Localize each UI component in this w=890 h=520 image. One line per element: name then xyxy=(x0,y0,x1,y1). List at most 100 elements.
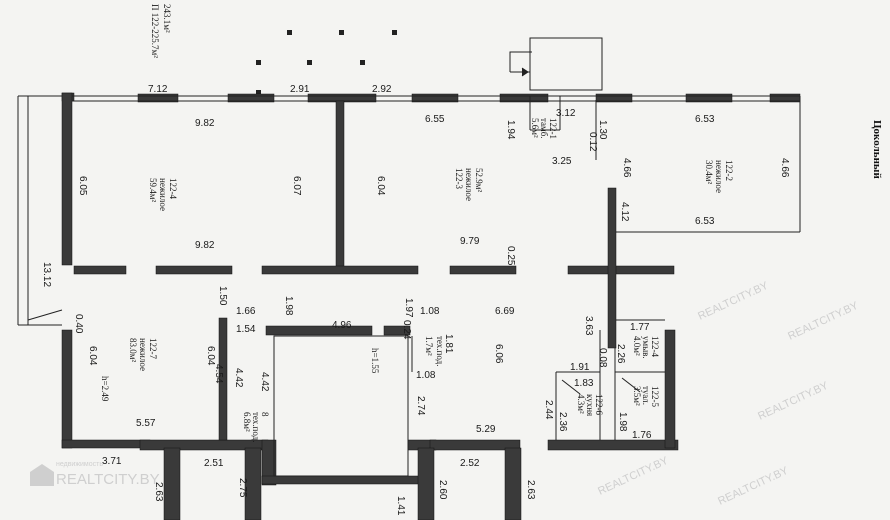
room-label-122-5-area: 3.5м² xyxy=(632,386,642,406)
dim-label: 2.74 xyxy=(415,396,426,416)
room-label-8-num: 8 xyxy=(260,412,270,417)
interior-walls xyxy=(73,100,675,441)
dim-label: 6.04 xyxy=(87,346,98,366)
dim-label: 0.08 xyxy=(597,348,608,368)
dim-label: 4.66 xyxy=(779,158,790,178)
dim-label: 1.83 xyxy=(574,378,594,389)
dim-label: 9.82 xyxy=(195,240,215,251)
room-label-122-3-area: 52.9м² xyxy=(474,168,484,192)
dim-label: 0.25 xyxy=(505,246,516,266)
room-label-wash-area: 4.0м² xyxy=(632,336,642,356)
svg-text:REALTCITY.BY: REALTCITY.BY xyxy=(756,379,831,422)
room-label-122-3-type: нежилое xyxy=(464,168,474,201)
dim-label: 13.12 xyxy=(41,262,52,287)
dim-label: 1.77 xyxy=(630,322,650,333)
dim-label: 9.82 xyxy=(195,118,215,129)
room-122-5: 122-5 туал. 3.5м² xyxy=(632,386,660,407)
room-label-122-6-area: 4.3м² xyxy=(576,394,586,414)
dim-label: 1.94 xyxy=(505,120,516,140)
dim-label: 1.76 xyxy=(632,430,652,441)
room-label-122-2-type: нежилое xyxy=(714,160,724,193)
dim-label: 2.44 xyxy=(543,400,554,420)
dim-label: 6.07 xyxy=(291,176,302,196)
room-label-122-7-type: нежилое xyxy=(138,338,148,371)
dim-label: 1.98 xyxy=(283,296,294,316)
room-122-6: 122-6 кухня 4.3м² xyxy=(576,394,604,416)
room-label-122-5-num: 122-5 xyxy=(650,386,660,407)
dim-label: 9.79 xyxy=(460,236,480,247)
room-label-122-6-num: 122-6 xyxy=(594,394,604,415)
dim-label: 2.52 xyxy=(460,458,480,469)
dim-label: 2.60 xyxy=(437,480,448,500)
room-label-122-4-type: нежилое xyxy=(158,178,168,211)
room-122-4-wash: 122-4 умыв. 4.0м² xyxy=(632,336,660,359)
dim-label: 1.91 xyxy=(570,362,590,373)
thin-lines xyxy=(17,95,801,477)
dim-label: 3.25 xyxy=(552,156,572,167)
svg-text:REALTCITY.BY: REALTCITY.BY xyxy=(716,464,791,507)
entrance-box xyxy=(509,37,603,91)
dim-label: 2.75 xyxy=(237,478,248,498)
dim-label: 0.40 xyxy=(73,314,84,334)
room-label-122-4-num: 122-4 xyxy=(168,178,178,199)
dim-label: 2.91 xyxy=(290,84,310,95)
dim-label: 6.05 xyxy=(77,176,88,196)
dim-label: 5.29 xyxy=(476,424,496,435)
dim-label: 4.42 xyxy=(233,368,244,388)
dim-label: 5.57 xyxy=(136,418,156,429)
room-122-2: 122-2 нежилое 30.4м² xyxy=(704,160,734,193)
dim-label: 2.51 xyxy=(204,458,224,469)
dim-label: 2.36 xyxy=(557,412,568,432)
floor-label: Цокольный xyxy=(871,120,883,180)
height-122-7: h=2.49 xyxy=(100,376,110,402)
room-122-3: 122-3 нежилое 52.9м² xyxy=(454,168,484,201)
dim-label: 6.04 xyxy=(205,346,216,366)
room-label-122-1-area: 5.6м² xyxy=(530,118,540,138)
realtcity-logo: недвижимость REALTCITY.BY xyxy=(30,461,160,488)
logo-small-text: недвижимость xyxy=(56,461,103,468)
svg-text:REALTCITY.BY: REALTCITY.BY xyxy=(786,299,861,342)
dim-label: 1.50 xyxy=(217,286,228,306)
dim-label: 2.63 xyxy=(153,482,164,502)
dim-label: 1.08 xyxy=(420,306,440,317)
dim-label: 1.98 xyxy=(617,412,628,432)
dim-label: 4.12 xyxy=(619,202,630,222)
room-label-122-5-type: туал. xyxy=(641,386,651,405)
room-122-7: 122-7 нежилое 83.0м² h=2.49 xyxy=(100,338,158,402)
dim-label: 6.55 xyxy=(425,114,445,125)
dim-label: 6.06 xyxy=(493,344,504,364)
dimensions-vertical: 1.94 1.30 0.12 4.66 4.66 6.05 6.07 6.04 … xyxy=(41,120,790,516)
dim-label: 6.53 xyxy=(695,114,715,125)
header-area-line2: 243.1м² xyxy=(162,4,172,33)
dim-label: 2.63 xyxy=(525,480,536,500)
dim-label: 2.26 xyxy=(615,344,626,364)
dim-label: 1.81 xyxy=(443,334,454,354)
dim-label: 2.92 xyxy=(372,84,392,95)
room-label-8-area: 6.8м² xyxy=(242,412,252,432)
dim-label: 6.69 xyxy=(495,306,515,317)
room-label-wash-type: умыв. xyxy=(641,336,651,359)
dim-label: 1.30 xyxy=(597,120,608,140)
room-label-122-1-type: тамб. xyxy=(539,118,549,139)
logo-text: REALTCITY.BY xyxy=(56,471,160,488)
room-label-122-4-area: 59.4м² xyxy=(148,178,158,202)
header-area: П 122-225.7м² 243.1м² xyxy=(150,4,172,58)
room-label-8-type: тех.под. xyxy=(251,412,261,442)
dim-label: 4.66 xyxy=(621,158,632,178)
dim-label: 6.04 xyxy=(375,176,386,196)
dim-label: 1.66 xyxy=(236,306,256,317)
header-area-line1: П 122-225.7м² xyxy=(150,4,160,58)
dim-label: 1.97 xyxy=(403,298,414,318)
top-markers xyxy=(256,30,397,95)
dim-label: 1.54 xyxy=(236,324,256,335)
room-label-122-1-num: 122-1 xyxy=(548,118,558,139)
outer-walls xyxy=(61,92,801,520)
dim-label: 4.96 xyxy=(332,320,352,331)
room-label-tech-area: 1.7м² xyxy=(424,336,434,356)
svg-text:REALTCITY.BY: REALTCITY.BY xyxy=(696,279,771,322)
room-label-122-7-num: 122-7 xyxy=(148,338,158,359)
room-label-wash-num: 122-4 xyxy=(650,336,660,357)
room-label-122-7-area: 83.0м² xyxy=(128,338,138,362)
dim-label: 4.54 xyxy=(213,364,224,384)
